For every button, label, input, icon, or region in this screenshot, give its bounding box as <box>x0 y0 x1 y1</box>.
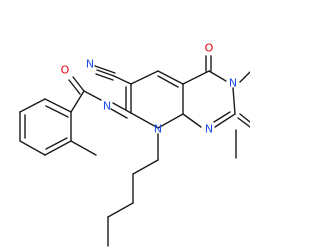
atom-n-imine: N <box>103 100 111 113</box>
bond-a1 <box>130 70 159 85</box>
atom-n-ring-fused: N <box>229 77 237 90</box>
bond-cyano-1 <box>96 69 115 77</box>
bond-pentyl-4 <box>107 202 134 218</box>
atom-n-cyano: N <box>86 58 94 71</box>
bond-b5 <box>182 113 202 128</box>
bond-amide-cph <box>70 90 85 113</box>
atom-n-ring-bottom: N <box>205 123 213 136</box>
bond-imine-ring-1 <box>112 102 132 114</box>
bond-b4d <box>213 111 231 123</box>
structure-canvas: O O N N N N N <box>19 42 250 247</box>
bond-b4 <box>214 113 236 128</box>
bonds <box>19 55 250 247</box>
bond-a4 <box>157 113 184 129</box>
bond-c2 <box>239 113 250 123</box>
bond-amide-cn <box>83 90 102 101</box>
chemical-structure-diagram: O O N N N N N <box>19 42 250 247</box>
bond-cyano-2 <box>95 73 114 81</box>
bond-b3 <box>232 87 236 115</box>
bond-b2 <box>208 70 227 82</box>
bond-ph-2 <box>19 98 46 113</box>
atom-n-ring-pentyl: N <box>154 123 162 136</box>
bond-pentyl-2 <box>132 159 159 175</box>
bond-ph-1 <box>44 98 72 113</box>
bond-imine-ring-2 <box>110 108 128 119</box>
bond-ph-1d <box>45 105 69 118</box>
bond-c1 <box>239 71 250 83</box>
bond-ph-4 <box>19 140 46 156</box>
bond-a2d <box>157 75 179 88</box>
bond-cyano-c <box>113 75 132 85</box>
bond-methyl-ph <box>70 140 97 156</box>
bond-b1 <box>182 70 210 85</box>
atom-labels: O O N N N N N <box>61 42 237 136</box>
bond-a5 <box>130 112 159 129</box>
bond-cyano-3 <box>94 65 116 74</box>
atom-o-carbonyl-ring: O <box>205 42 214 55</box>
bond-amide-co-2 <box>68 79 81 95</box>
bond-ph-5d <box>45 137 68 150</box>
bond-a2 <box>157 70 184 85</box>
bond-ph-5 <box>44 140 72 156</box>
bond-c2d <box>237 117 250 128</box>
atom-o-amide: O <box>61 64 70 77</box>
bond-amide-co-1 <box>72 76 85 92</box>
